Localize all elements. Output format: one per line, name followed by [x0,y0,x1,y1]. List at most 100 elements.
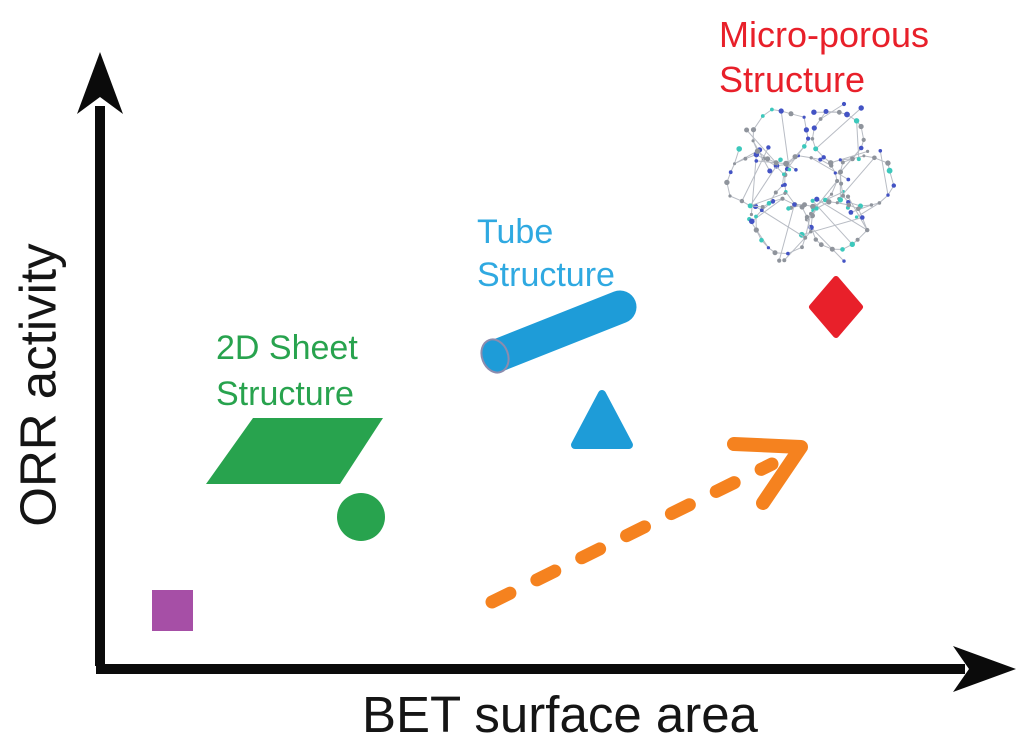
molecule-atom [724,179,730,186]
molecule-atom [777,258,782,263]
microporous-structure-label-line2: Structure [719,59,866,100]
molecule-atom [733,162,736,166]
molecule-atom [853,118,860,124]
molecule-bond [856,120,860,160]
y-axis-arrowhead-icon [77,52,123,114]
molecule-atom [728,194,732,198]
tube-structure-label-line2: Structure [477,256,615,294]
molecule-bond [756,160,777,164]
molecule-bond [840,147,862,173]
molecule-atom [841,193,845,198]
molecule-atom [760,205,765,209]
molecule-atom [767,168,773,174]
molecule-bond [857,229,868,241]
microporous-marker-diamond [809,276,863,338]
molecule-bond [810,157,849,180]
molecule-atom [786,206,791,211]
molecule-atom [885,160,891,166]
molecule-atom [751,139,755,143]
molecule-atom [856,157,861,162]
trend-arrow-head-icon [727,437,808,510]
molecule-bond [749,159,781,207]
molecule-atom [783,191,787,195]
molecule-atom [858,123,864,130]
molecule-atom [818,117,823,121]
molecule-atom [829,246,835,252]
molecule-atom [811,109,817,115]
molecule-atom [860,215,865,220]
molecule-atom [809,230,813,234]
molecule-atom [814,196,820,202]
molecule-bond [847,196,868,231]
molecule-bond [787,246,803,255]
molecule-atom [862,154,866,158]
sheet-structure-label-line2: Structure [216,375,354,413]
molecule-atom [838,158,842,162]
molecule-bond [816,198,868,231]
molecule-atom [872,155,877,161]
molecule-atom [759,237,764,243]
molecule-atom [794,168,798,172]
tube-structure-label-line1: Tube [477,213,554,251]
molecule-bond [856,202,880,218]
molecule-atom [826,199,832,205]
molecule-atom [839,181,844,186]
molecule-atom [792,154,798,160]
molecule-atom [728,170,733,175]
molecule-atom [802,115,806,119]
molecule-atom [744,127,750,133]
molecule-bond [755,205,806,239]
molecule-bond [750,192,786,207]
molecule-atom [747,203,753,209]
molecule-bond [812,200,853,245]
molecule-atom [780,196,785,201]
molecule-atom [878,149,883,153]
molecule-atom [856,206,861,212]
molecule-atom [877,201,882,205]
molecule-atom [828,160,834,166]
molecule-atom [840,247,845,252]
molecule-bond [798,155,812,159]
molecule-atom [858,105,864,111]
molecule-bond [753,115,764,130]
molecule-atom [803,235,808,240]
molecule-atom [766,246,771,250]
molecule-atom [810,137,815,141]
molecule-atom [849,241,855,247]
molecule-atom [792,202,797,207]
molecule-atom [891,183,896,188]
molecule-atom [806,136,811,141]
molecule-atom [844,111,850,118]
tube-cylinder-endcap [480,338,510,374]
molecule-bond [810,227,845,262]
molecule-atom [787,167,792,172]
molecule-bond [783,237,806,261]
molecule-atom [749,218,755,225]
molecule-atom [838,169,843,175]
molecule-atom [778,108,784,114]
microporous-structure-label-line1: Micro-porous [719,14,930,55]
molecule-bond [820,103,845,120]
molecule-atom [736,146,742,152]
tube-marker-triangle [571,390,633,449]
molecule-atom [753,227,759,233]
molecule-atom [818,157,823,162]
trend-arrow-shaft [485,457,779,609]
molecule-atom [739,198,745,204]
molecule-atom [840,160,845,165]
molecule-bond [804,213,812,238]
molecule-bond [785,191,796,205]
molecule-atom [865,227,870,233]
tube-cylinder-illustration [482,290,637,372]
molecule-atom [845,194,851,199]
molecule-bond [838,157,875,200]
molecule-atom [772,250,778,256]
molecule-atom [743,156,748,161]
molecule-atom [854,215,859,219]
molecule-atom [773,190,778,195]
microporous-molecule-illustration [724,101,896,263]
molecule-atom [821,155,826,160]
molecule-atom [782,172,786,177]
molecule-atom [750,127,757,133]
